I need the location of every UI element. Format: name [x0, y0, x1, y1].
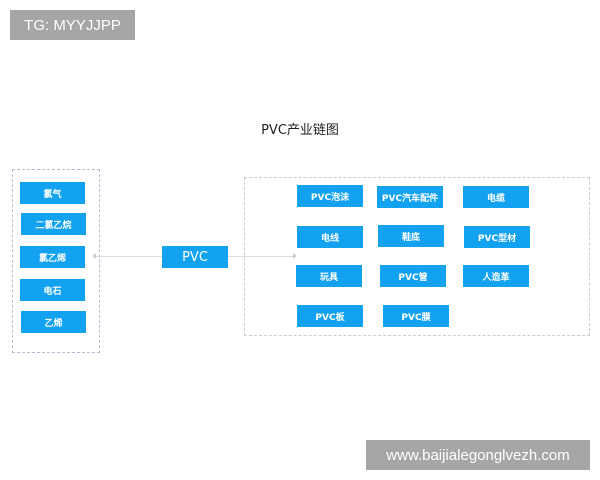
node-upstream-4: 乙烯 — [21, 311, 86, 333]
connector-upstream-line — [96, 256, 162, 257]
downstream-group — [244, 177, 590, 336]
node-downstream-1-2: PVC型材 — [464, 226, 530, 248]
node-downstream-0-2: 电缆 — [463, 186, 529, 208]
node-upstream-0: 氯气 — [20, 182, 85, 204]
watermark-bottom: www.baijialegonglvezh.com — [366, 440, 590, 470]
node-downstream-2-2: 人造革 — [463, 265, 529, 287]
node-upstream-2: 氯乙烯 — [20, 246, 85, 268]
node-downstream-0-0: PVC泡沫 — [297, 185, 363, 207]
diagram-title: PVC产业链图 — [261, 123, 339, 138]
connector-downstream-line — [228, 256, 294, 257]
node-downstream-1-0: 电线 — [297, 226, 363, 248]
upstream-group — [12, 169, 100, 353]
node-downstream-1-1: 鞋底 — [378, 225, 444, 247]
node-upstream-1: 二氯乙烷 — [21, 213, 86, 235]
watermark-top: TG: MYYJJPP — [10, 10, 135, 40]
node-center-pvc: PVC — [162, 246, 228, 268]
node-upstream-3: 电石 — [20, 279, 85, 301]
node-downstream-2-1: PVC管 — [380, 265, 446, 287]
node-downstream-0-1: PVC汽车配件 — [377, 186, 443, 208]
node-downstream-3-1: PVC膜 — [383, 305, 449, 327]
node-downstream-2-0: 玩具 — [296, 265, 362, 287]
arrow-right-icon — [293, 253, 297, 259]
arrow-left-icon — [92, 253, 96, 259]
node-downstream-3-0: PVC板 — [297, 305, 363, 327]
